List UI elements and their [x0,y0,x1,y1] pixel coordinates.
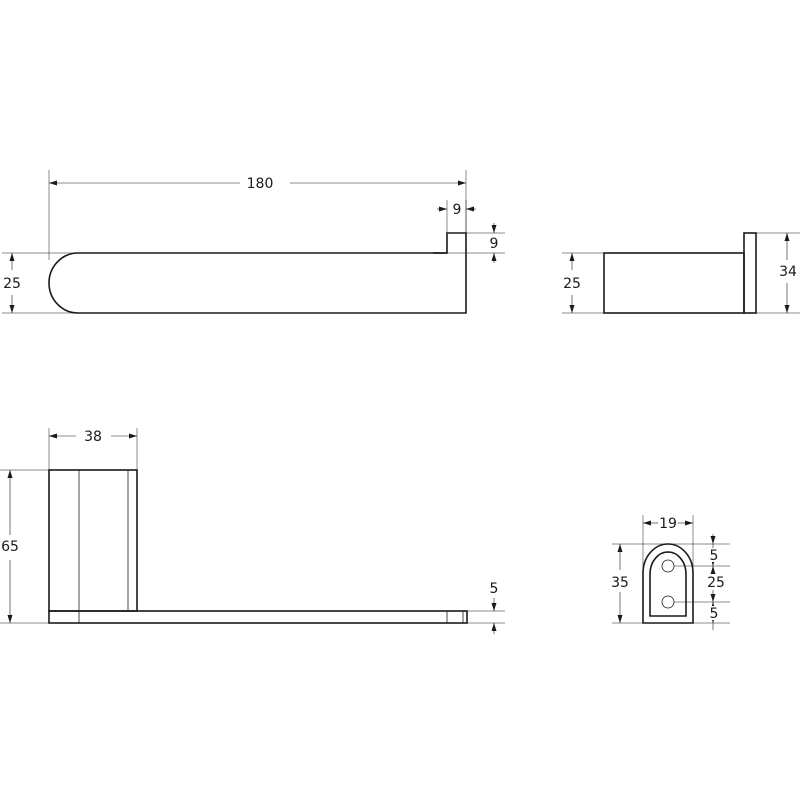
front-view: 38 65 5 [0,428,505,634]
front-view-mount [48,469,138,612]
dim-arm-thickness-label: 5 [490,581,499,597]
dim-hook-width-label: 9 [453,202,462,218]
side-view-arm [603,252,745,314]
top-view: 180 9 9 25 [2,170,505,314]
dim-top-offset-label: 5 [710,548,719,564]
dim-arm-height-label: 25 [563,276,581,292]
dim-length-label: 180 [247,176,274,192]
upper-mounting-hole [661,559,675,573]
dim-hook-height-label: 9 [490,236,499,252]
dim-mount-height-label: 65 [1,539,19,555]
dim-plate-height-label: 34 [779,264,797,280]
side-view: 25 34 [562,232,800,314]
dim-mount-width-label: 38 [84,429,102,445]
side-view-plate [743,232,757,314]
lower-mounting-hole [661,595,675,609]
top-view-outline [48,232,467,314]
dim-plate-width-label: 19 [659,516,677,532]
dim-bottom-offset-label: 5 [710,606,719,622]
plate-view: 19 35 5 25 5 [611,515,730,630]
plate-inner-outline [649,551,687,617]
dim-height-label: 25 [3,276,21,292]
dim-hole-spacing-label: 25 [707,575,725,591]
front-view-arm [48,610,468,624]
dim-plate-height-label: 35 [611,575,629,591]
